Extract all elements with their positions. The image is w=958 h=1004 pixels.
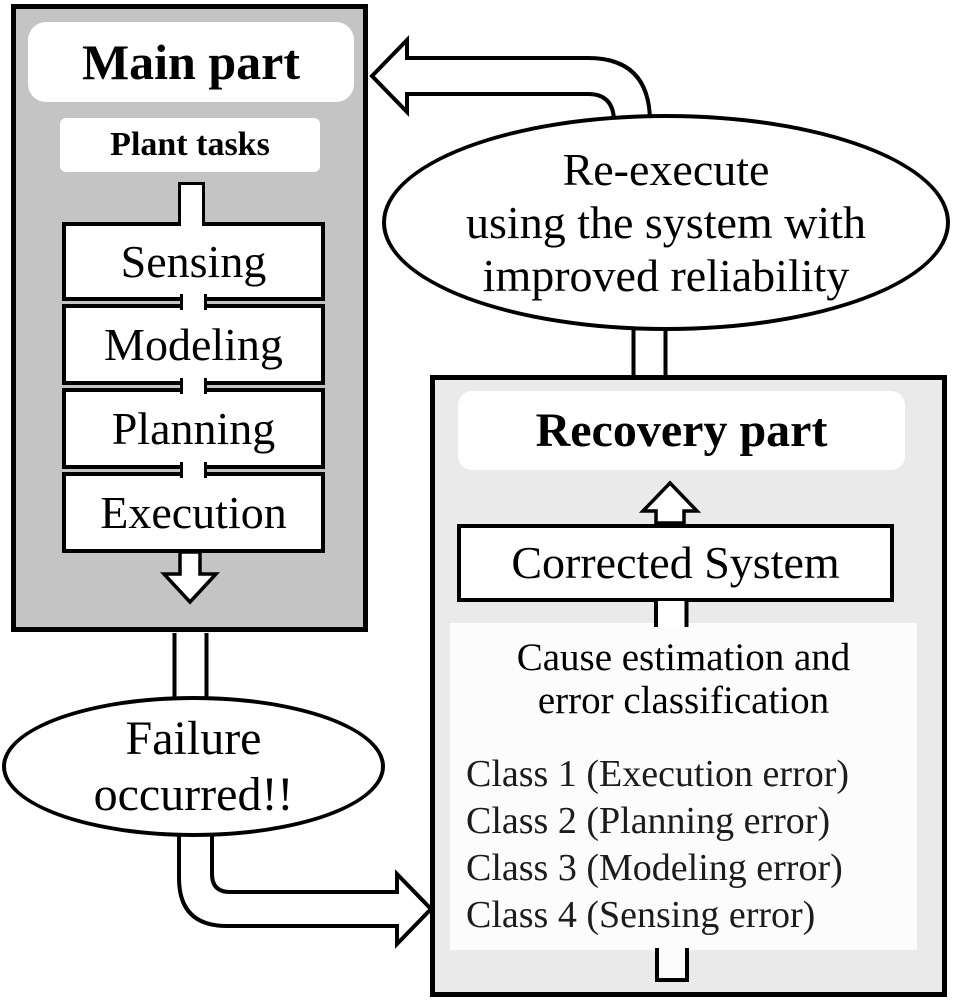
failure-ellipse: Failure occurred!!: [2, 696, 385, 837]
reexecute-line-1: Re-execute: [562, 144, 770, 195]
cause-line-2: error classification: [537, 679, 830, 722]
main-part-title: Main part: [28, 22, 354, 102]
class-item-3: Class 3 (Modeling error): [466, 847, 843, 889]
task-box-planning: Planning: [62, 388, 325, 469]
class-item-4: Class 4 (Sensing error): [466, 894, 816, 936]
class-item-2: Class 2 (Planning error): [466, 800, 831, 842]
plant-tasks-connector: [178, 182, 205, 226]
recovery-part-title: Recovery part: [458, 391, 905, 470]
failure-line-1: Failure: [125, 711, 262, 765]
recovery-bottom-connector: [655, 948, 689, 982]
class-item-1: Class 1 (Execution error): [466, 753, 850, 795]
task-box-execution: Execution: [62, 472, 325, 553]
cause-estimation-panel: [450, 623, 917, 950]
plant-tasks-label: Plant tasks: [60, 118, 320, 172]
reexecute-ellipse: Re-execute using the system with improve…: [382, 114, 950, 331]
cause-estimation-text: Cause estimation and error classificatio…: [450, 636, 917, 722]
task-connector-2: [180, 378, 207, 394]
failure-arrow: [177, 824, 434, 949]
reexecute-line-3: improved reliability: [482, 250, 850, 301]
error-class-list: Class 1 (Execution error) Class 2 (Plann…: [450, 751, 917, 939]
task-box-sensing: Sensing: [62, 222, 325, 301]
reexecute-arrow: [369, 35, 653, 124]
task-box-modeling: Modeling: [62, 304, 325, 385]
reexecute-line-2: using the system with: [466, 197, 866, 248]
reexecute-to-recovery-connector: [631, 323, 668, 380]
cause-line-1: Cause estimation and: [516, 636, 851, 679]
failure-line-2: occurred!!: [93, 767, 294, 821]
task-connector-3: [180, 462, 207, 478]
task-connector-1: [180, 294, 207, 310]
corrected-system-box: Corrected System: [457, 524, 894, 602]
